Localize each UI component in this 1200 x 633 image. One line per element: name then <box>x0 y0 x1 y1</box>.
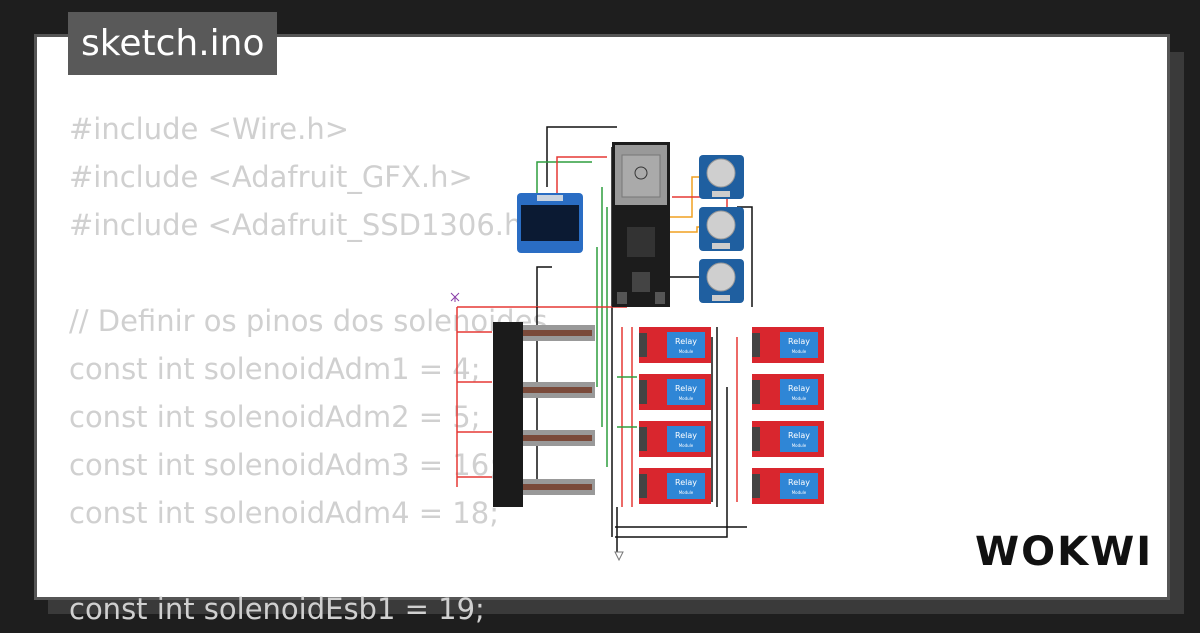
potentiometer-2 <box>699 207 744 251</box>
relay-module-4: Relay Module <box>639 468 711 504</box>
relay-subtitle: Module <box>679 349 694 354</box>
vcc-marker <box>450 292 460 302</box>
relay-title: Relay <box>675 478 697 487</box>
relay-subtitle: Module <box>792 396 807 401</box>
potentiometer-3 <box>699 259 744 303</box>
relay-subtitle: Module <box>792 443 807 448</box>
code-line: #include <Adafruit_GFX.h> <box>69 160 473 194</box>
relay-module-7: Relay Module <box>752 421 824 457</box>
relay-title: Relay <box>788 384 810 393</box>
code-line: #include <Wire.h> <box>69 112 350 146</box>
relay-subtitle: Module <box>792 349 807 354</box>
relay-title: Relay <box>675 337 697 346</box>
solenoid-3 <box>493 419 595 471</box>
relay-subtitle: Module <box>679 490 694 495</box>
relay-title: Relay <box>675 431 697 440</box>
potentiometer-1 <box>699 155 744 199</box>
ground-symbol <box>614 551 624 562</box>
circuit-diagram: Relay Module Relay Module Relay Module R… <box>450 126 824 562</box>
project-title: sketch.ino <box>68 12 278 75</box>
relay-module-6: Relay Module <box>752 374 824 410</box>
relay-title: Relay <box>788 337 810 346</box>
solenoid-2 <box>493 375 595 427</box>
code-line: const int solenoidAdm3 = 16; <box>69 448 499 482</box>
relay-title: Relay <box>788 431 810 440</box>
relay-subtitle: Module <box>679 396 694 401</box>
solenoid-4 <box>493 465 595 507</box>
relay-module-2: Relay Module <box>639 374 711 410</box>
solenoid-1 <box>493 322 595 378</box>
relay-title: Relay <box>675 384 697 393</box>
relay-module-5: Relay Module <box>752 327 824 363</box>
code-line: #include <Adafruit_SSD1306.h> <box>69 208 547 242</box>
code-line: const int solenoidEsb1 = 19; <box>69 592 485 626</box>
esp32-board <box>612 142 670 307</box>
wokwi-logo: WOKWI <box>975 529 1154 575</box>
relay-subtitle: Module <box>679 443 694 448</box>
oled-display <box>517 193 583 253</box>
code-line: const int solenoidAdm4 = 18; <box>69 496 499 530</box>
code-line: const int solenoidAdm2 = 5; <box>69 400 481 434</box>
relay-subtitle: Module <box>792 490 807 495</box>
preview-card: #include <Wire.h> #include <Adafruit_GFX… <box>34 34 1170 626</box>
relay-module-1: Relay Module <box>639 327 711 363</box>
relay-title: Relay <box>788 478 810 487</box>
relay-module-8: Relay Module <box>752 468 824 504</box>
relay-module-3: Relay Module <box>639 421 711 457</box>
code-preview: #include <Wire.h> #include <Adafruit_GFX… <box>69 105 548 633</box>
